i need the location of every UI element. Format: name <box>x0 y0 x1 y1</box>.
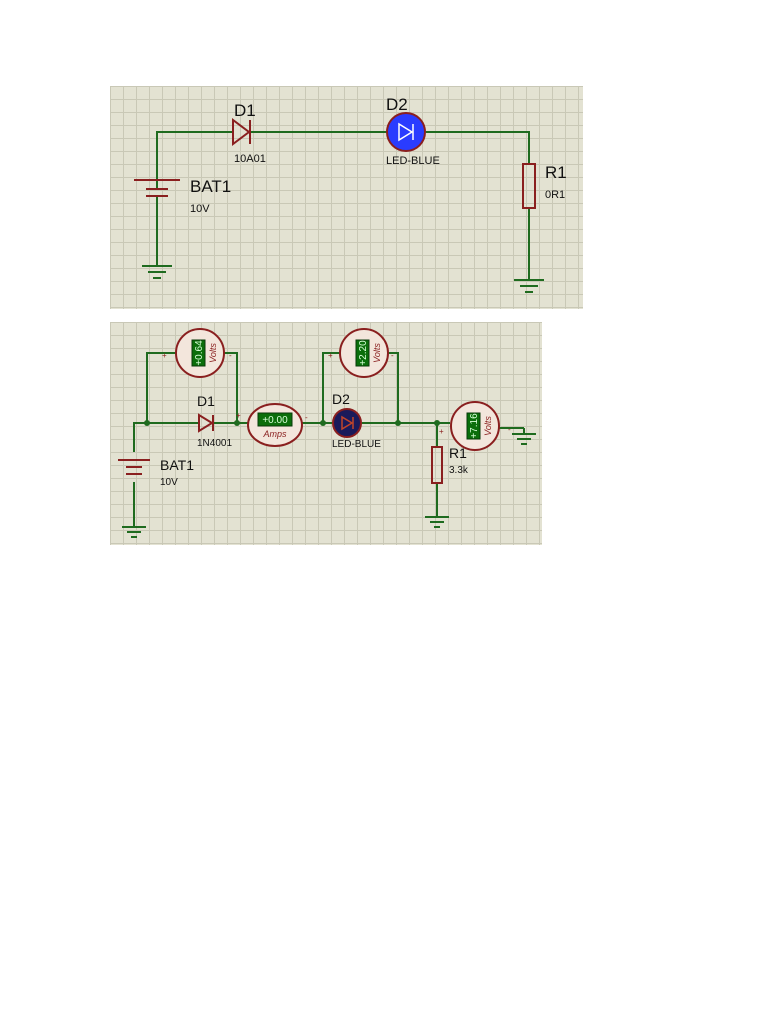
d2-part-label: LED-BLUE <box>332 439 381 450</box>
voltmeter-d2-minus: - <box>391 351 394 360</box>
ground-symbol-bat <box>122 526 146 538</box>
r1-value-label: 3.3k <box>449 465 469 476</box>
wire-vd1-left <box>146 352 176 423</box>
resistor-r1-symbol <box>522 163 536 209</box>
ground-symbol-r1 <box>425 516 449 528</box>
d1-ref-label: D1 <box>234 101 256 120</box>
ammeter-minus: - <box>305 413 308 422</box>
ammeter-unit: Amps <box>262 429 287 439</box>
r1-ref-label: R1 <box>545 163 567 182</box>
bat-value-label: 10V <box>160 477 178 488</box>
bat-ref-label: BAT1 <box>160 457 194 473</box>
voltmeter-r1-plus: + <box>439 427 444 436</box>
diode-d1-symbol <box>198 413 214 433</box>
ammeter-plus: + <box>236 411 241 420</box>
resistor-r1-symbol <box>431 446 443 484</box>
junction-dots <box>144 420 440 426</box>
bat-value-label: 10V <box>190 203 210 215</box>
wire-bat-to-d1 <box>156 131 233 189</box>
d2-ref-label: D2 <box>386 95 408 114</box>
ground-symbol-bat <box>142 265 172 279</box>
wire-vd2-left <box>322 352 341 423</box>
ammeter[interactable]: +0.00 Amps <box>247 403 303 447</box>
ground-symbol-r1 <box>514 279 544 293</box>
voltmeter-d2-plus: + <box>328 351 333 360</box>
voltmeter-r1-unit: Volts <box>483 416 493 436</box>
battery-symbol <box>134 179 180 197</box>
voltmeter-d2-reading: +2.20 <box>358 340 369 366</box>
schematic-1-svg: D1 10A01 D2 LED-BLUE R1 0R1 BAT1 10V <box>134 95 567 293</box>
r1-ref-label: R1 <box>449 445 467 461</box>
d2-ref-label: D2 <box>332 391 350 407</box>
voltmeter-d2[interactable]: +2.20 Volts <box>339 328 389 378</box>
voltmeter-d1-plus: + <box>162 351 167 360</box>
battery-symbol <box>118 459 150 475</box>
d1-part-label: 1N4001 <box>197 438 232 449</box>
voltmeter-d1-unit: Volts <box>208 343 218 363</box>
ground-symbol-vr1 <box>512 433 536 445</box>
voltmeter-d1-reading: +0.64 <box>194 340 205 366</box>
d1-part-label: 10A01 <box>234 153 266 165</box>
wire-vd1-right <box>224 352 238 423</box>
voltmeter-r1[interactable]: +7.16 Volts <box>450 401 500 451</box>
wire-d2-to-r1 <box>426 131 530 164</box>
wire-vd2-right <box>388 352 399 423</box>
led-d2-symbol <box>332 408 362 438</box>
d1-ref-label: D1 <box>197 393 215 409</box>
voltmeter-d1-minus: - <box>229 351 232 360</box>
voltmeter-r1-minus: - <box>508 425 511 434</box>
schematic-panel-1: D1 10A01 D2 LED-BLUE R1 0R1 BAT1 10V <box>110 86 583 309</box>
diode-d1-symbol <box>232 118 251 146</box>
schematic-2-svg: +0.64 Volts + - +2.20 Volts + - +7.16 Vo… <box>118 328 536 538</box>
voltmeter-d1[interactable]: +0.64 Volts <box>175 328 225 378</box>
led-d2-symbol <box>386 112 426 152</box>
voltmeter-r1-reading: +7.16 <box>469 413 480 439</box>
voltmeter-d2-unit: Volts <box>372 343 382 363</box>
d2-part-label: LED-BLUE <box>386 155 440 167</box>
bat-ref-label: BAT1 <box>190 177 231 196</box>
wire-bat-to-d1 <box>133 422 199 452</box>
r1-value-label: 0R1 <box>545 189 565 201</box>
ammeter-reading: +0.00 <box>262 415 288 426</box>
schematic-panel-2: +0.64 Volts + - +2.20 Volts + - +7.16 Vo… <box>110 322 542 545</box>
